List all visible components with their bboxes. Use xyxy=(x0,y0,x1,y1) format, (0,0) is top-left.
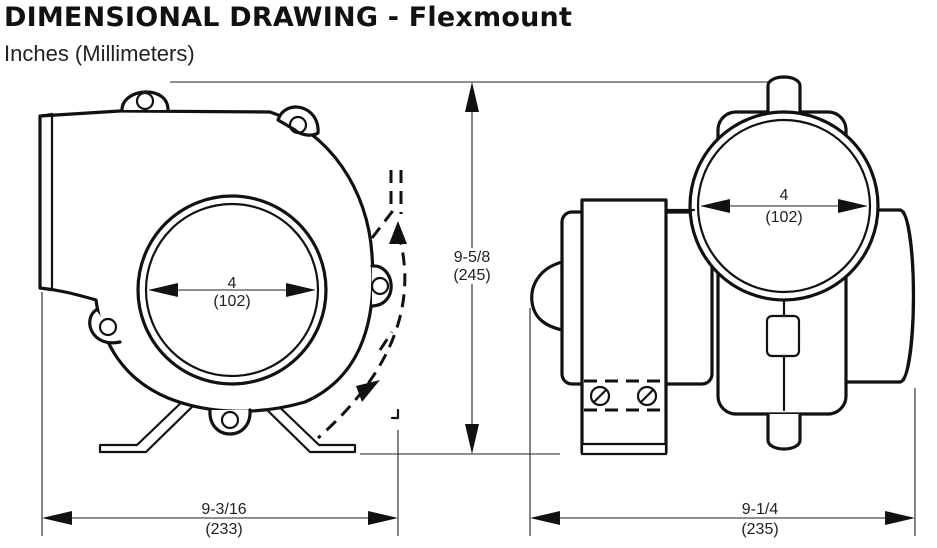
motor-end-cap xyxy=(530,260,564,332)
clamp-screw-left xyxy=(589,385,611,407)
alternate-position-outline xyxy=(389,170,403,214)
front-outlet-metric-label: (102) xyxy=(765,209,802,226)
clamp-screw-right xyxy=(636,385,658,407)
front-width-imperial-label: 9-1/4 xyxy=(742,501,779,518)
height-metric-label: (245) xyxy=(453,267,490,284)
blower-housing xyxy=(38,109,375,413)
swivel-range-arc xyxy=(317,231,407,440)
height-dimension: 9-5/8 (245) xyxy=(170,81,800,455)
clamp-bracket xyxy=(580,198,668,454)
intake-ring-inner xyxy=(144,202,320,378)
units-subtitle: Inches (Millimeters) xyxy=(4,41,195,66)
side-width-metric-label: (233) xyxy=(205,521,242,538)
front-outlet-imperial-label: 4 xyxy=(780,187,789,204)
mounting-ear-top xyxy=(120,90,170,112)
swivel-arrow-up xyxy=(389,221,407,244)
front-outlet-ring-inner xyxy=(696,118,872,294)
side-outlet-imperial-label: 4 xyxy=(228,275,237,292)
side-outlet-metric-label: (102) xyxy=(213,293,250,310)
mounting-ear-upper-right xyxy=(276,105,320,137)
mounting-foot-left xyxy=(98,396,196,454)
front-width-dimension: 9-1/4 (235) xyxy=(529,308,916,538)
page-title: DIMENSIONAL DRAWING - Flexmount xyxy=(4,2,573,33)
swivel-arrow-down xyxy=(356,380,380,402)
front-ear-bottom xyxy=(766,412,802,451)
side-view-blower xyxy=(38,90,407,454)
height-imperial-label: 9-5/8 xyxy=(454,249,491,266)
front-outlet-diameter-dim: 4 (102) xyxy=(700,187,868,226)
mounting-ear-right xyxy=(370,264,393,308)
side-outlet-diameter-dim: 4 (102) xyxy=(148,275,316,310)
side-width-dimension: 9-3/16 (233) xyxy=(41,292,399,538)
front-width-metric-label: (235) xyxy=(741,521,778,538)
front-view-blower xyxy=(530,75,916,456)
front-ear-top xyxy=(766,75,802,114)
intake-ring-outer xyxy=(136,194,328,386)
mounting-ear-left xyxy=(88,308,122,345)
front-slot xyxy=(765,314,801,358)
side-width-imperial-label: 9-3/16 xyxy=(201,501,246,518)
mounting-ear-bottom xyxy=(208,408,252,436)
